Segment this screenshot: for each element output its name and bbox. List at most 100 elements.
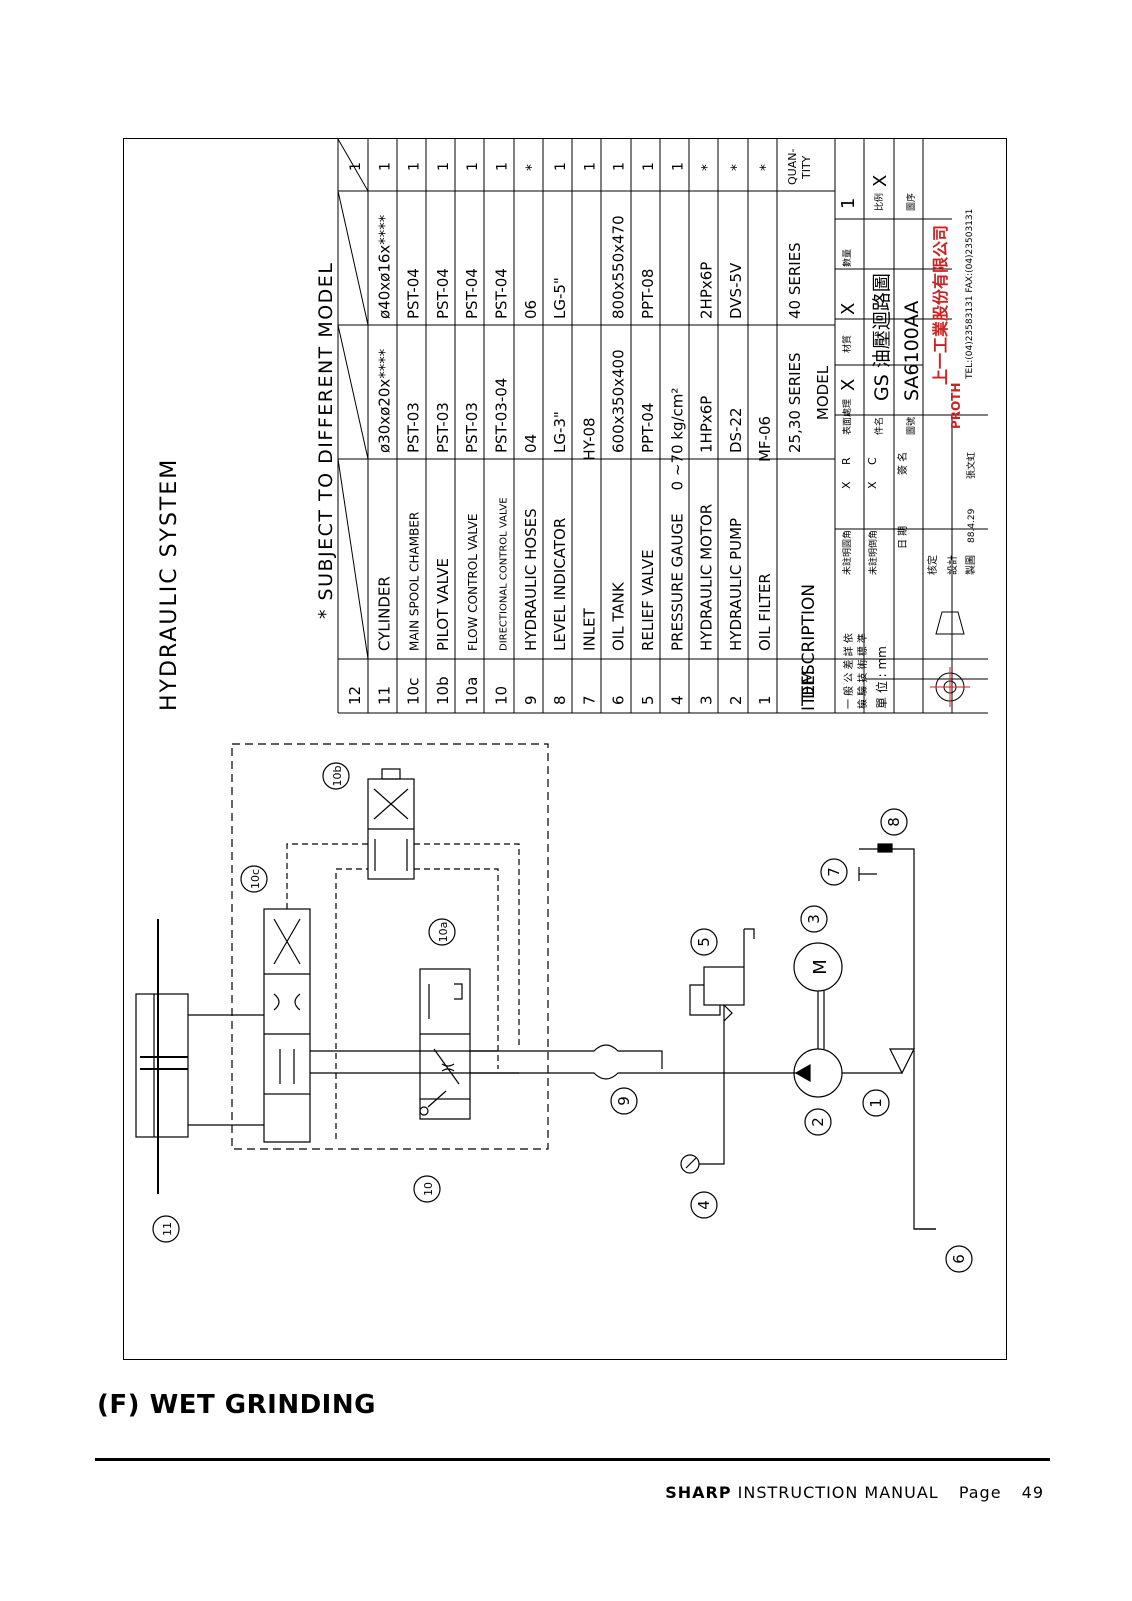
callout-4: 4	[690, 1191, 718, 1219]
table-row-model-b: PST-04	[405, 268, 423, 319]
callout-2: 2	[804, 1108, 832, 1136]
table-row-model-a: PST-03	[434, 402, 452, 453]
table-row-model: MF-06	[756, 416, 774, 462]
table-row-model-b: 800x550x470	[610, 215, 628, 319]
svg-text:10b: 10b	[331, 765, 344, 786]
title-company: 上一工業股份有限公司	[931, 225, 950, 385]
table-row-description: MAIN SPOOL CHAMBER	[408, 512, 422, 651]
title-qty-label: 數量	[841, 249, 853, 267]
title-drawn-by: 張文虹	[965, 452, 977, 479]
title-sign-label: 簽 名	[896, 452, 909, 475]
page-footer: SHARP INSTRUCTION MANUAL Page 49	[665, 1483, 1044, 1502]
svg-text:3: 3	[805, 914, 823, 924]
table-header-model-b: 40 SERIES	[786, 242, 804, 319]
callout-3: 3	[800, 905, 828, 933]
table-row-item: 1	[756, 695, 774, 705]
callout-8: 8	[880, 808, 908, 836]
table-row-model: 0 ~70 kg/cm²	[668, 388, 686, 491]
table-header-item: ITEM	[799, 670, 819, 711]
title-tolerance-1: 一 般 公 差 詳 依	[842, 633, 855, 709]
title-r1: 未註明圓角	[841, 530, 853, 575]
table-row-description: HYDRAULIC MOTOR	[698, 504, 716, 651]
svg-text:11: 11	[161, 1222, 174, 1236]
title-drawn-date: 88.4.29	[967, 508, 977, 543]
table-row-qty: 1	[348, 162, 364, 171]
table-row-qty: 1	[465, 162, 481, 171]
title-scale-value: X	[870, 175, 891, 187]
table-row-description: CYLINDER	[375, 576, 393, 651]
footer-page-number: 49	[1021, 1483, 1044, 1502]
title-r-mark: R	[840, 457, 853, 465]
svg-text:2: 2	[809, 1117, 827, 1127]
title-tolerance-2: 檢 驗 技 術 標 準	[856, 633, 869, 709]
table-row-model-a: 1HPx6P	[698, 396, 716, 453]
title-surface-label: 表面處理	[841, 399, 853, 435]
table-row-description: PILOT VALVE	[434, 558, 452, 651]
table-row-qty: 1	[436, 162, 452, 171]
table-row-item: 2	[727, 695, 745, 705]
hydraulic-schematic-drawing: 12111CYLINDERø30xø20x****ø40xø16x****110…	[135, 139, 988, 1273]
table-row-description: OIL FILTER	[756, 573, 774, 651]
table-row-description: INLET	[580, 608, 598, 651]
title-unit: 單 位 : mm	[874, 646, 889, 709]
title-x1: X	[840, 481, 853, 489]
table-row-item: 4	[668, 695, 686, 705]
callout-10c: 10c	[240, 865, 268, 893]
projection-symbol-icon	[930, 611, 970, 707]
table-row-description: HYDRAULIC PUMP	[727, 518, 745, 651]
table-header-qty-2: TITY	[800, 155, 813, 180]
table-row-qty: 1	[553, 162, 569, 171]
subject-note: * SUBJECT TO DIFFERENT MODEL	[315, 262, 337, 619]
svg-text:10a: 10a	[437, 922, 450, 943]
table-row-qty: *	[758, 164, 774, 171]
table-row-item: 9	[522, 695, 540, 705]
table-row-description: HYDRAULIC HOSES	[522, 508, 540, 651]
title-tel: TEL:(04)23583131 FAX:(04)23503131	[965, 209, 975, 380]
callout-6: 6	[945, 1245, 973, 1273]
title-part-name-label: 件名	[873, 417, 885, 435]
section-title: (F) WET GRINDING	[97, 1390, 376, 1420]
svg-text:1: 1	[867, 1098, 885, 1108]
table-row-model-b: 2HPx6P	[698, 262, 716, 319]
svg-text:8: 8	[885, 817, 903, 827]
svg-text:10c: 10c	[249, 869, 262, 889]
callout-10a: 10a	[428, 918, 456, 946]
table-row-item: 10	[493, 686, 511, 705]
table-row-description: RELIEF VALVE	[639, 549, 657, 651]
table-row-model-b: PPT-08	[639, 269, 657, 319]
table-row-model-a: PST-03-04	[493, 378, 511, 453]
table-row-item: 10c	[405, 678, 423, 705]
table-row-item: 12	[346, 686, 364, 705]
callout-1: 1	[862, 1089, 890, 1117]
table-row-qty: 1	[670, 162, 686, 171]
title-scale-label: 比例	[873, 193, 885, 211]
footer-page-label: Page	[958, 1483, 1002, 1502]
footer-brand: SHARP	[665, 1483, 732, 1502]
table-header-qty-1: QUAN-	[786, 149, 799, 185]
table-row-description: FLOW CONTROL VALVE	[466, 513, 480, 651]
table-row-model-b: PST-04	[493, 268, 511, 319]
table-row-qty: 1	[377, 162, 393, 171]
callout-5: 5	[690, 928, 718, 956]
valve-enclosure-10	[231, 743, 549, 1150]
table-row-model-b: LG-5"	[551, 277, 569, 319]
title-x2: X	[866, 481, 879, 489]
title-c-mark: C	[866, 457, 879, 465]
callout-10: 10	[413, 1175, 441, 1203]
title-drawing-no-label: 圖號	[905, 417, 917, 435]
title-design-label: 設計	[946, 555, 959, 575]
title-r2: 未註明倒角	[867, 530, 879, 575]
table-row-qty: 1	[495, 162, 511, 171]
title-date-label: 日 期	[897, 526, 909, 549]
table-row-qty: 1	[407, 162, 423, 171]
svg-text:4: 4	[695, 1200, 713, 1210]
svg-text:9: 9	[615, 1096, 633, 1106]
table-row-item: 7	[580, 695, 598, 705]
table-row-qty: *	[700, 164, 716, 171]
title-approve-label: 核定	[926, 555, 939, 575]
table-row-item: 8	[551, 695, 569, 705]
table-row-model: HY-08	[580, 417, 598, 460]
svg-text:10: 10	[422, 1182, 435, 1196]
table-row-description: LEVEL INDICATOR	[551, 518, 569, 651]
